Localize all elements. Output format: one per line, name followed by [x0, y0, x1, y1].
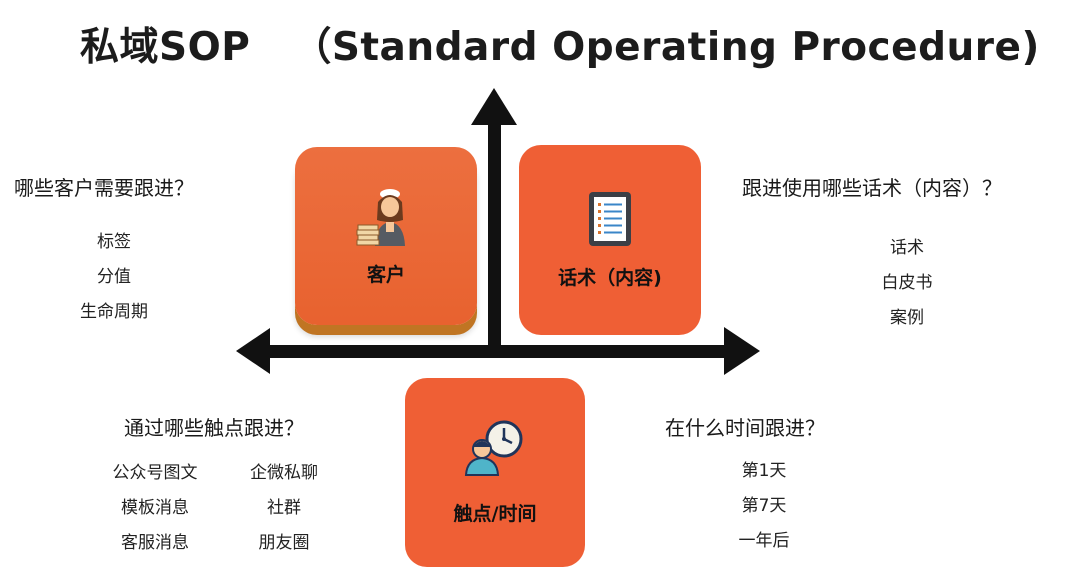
list-item: 客服消息 — [121, 533, 189, 553]
touchpoint-items-col2: 企微私聊 社群 朋友圈 — [236, 456, 332, 561]
person-clock-icon — [464, 420, 523, 476]
touchpoint-time-box: 触点/时间 — [405, 378, 585, 567]
script-content-label: 话术（内容) — [558, 266, 662, 289]
customer-question: 哪些客户需要跟进？ — [14, 176, 194, 200]
list-item: 标签 — [97, 232, 131, 252]
list-item: 话术 — [890, 238, 924, 258]
script-question: 跟进使用哪些话术（内容）？ — [742, 176, 1002, 200]
customer-box: 客户 — [295, 147, 477, 325]
title-main: 私域SOP — [80, 25, 251, 70]
page-title: 私域SOP （Standard Operating Procedure) — [80, 16, 1040, 72]
title-subtitle: （Standard Operating Procedure) — [292, 25, 1040, 70]
script-items: 话术 白皮书 案例 — [857, 231, 957, 336]
list-item: 企微私聊 — [250, 463, 318, 483]
customer-label: 客户 — [366, 263, 405, 286]
script-content-box: 话术（内容) — [519, 145, 701, 335]
list-item: 分值 — [97, 267, 131, 287]
list-item: 公众号图文 — [112, 463, 198, 483]
waitress-icon — [356, 188, 405, 246]
list-item: 模板消息 — [121, 498, 189, 518]
document-icon — [589, 191, 631, 246]
list-item: 白皮书 — [881, 273, 933, 293]
customer-items: 标签 分值 生命周期 — [64, 225, 164, 330]
list-item: 生命周期 — [80, 302, 148, 322]
list-item: 第1天 — [741, 461, 787, 481]
touchpoint-question: 通过哪些触点跟进？ — [124, 416, 304, 440]
list-item: 一年后 — [738, 531, 790, 551]
list-item: 第7天 — [741, 496, 787, 516]
list-item: 社群 — [267, 498, 301, 518]
touchpoint-time-label: 触点/时间 — [453, 503, 537, 525]
list-item: 案例 — [890, 308, 924, 328]
list-item: 朋友圈 — [258, 533, 310, 553]
horizontal-axis-arrow — [236, 327, 760, 375]
vertical-axis-arrow — [471, 88, 517, 354]
time-items: 第1天 第7天 一年后 — [724, 454, 804, 559]
touchpoint-items-col1: 公众号图文 模板消息 客服消息 — [95, 456, 215, 561]
time-question: 在什么时间跟进？ — [665, 416, 825, 440]
